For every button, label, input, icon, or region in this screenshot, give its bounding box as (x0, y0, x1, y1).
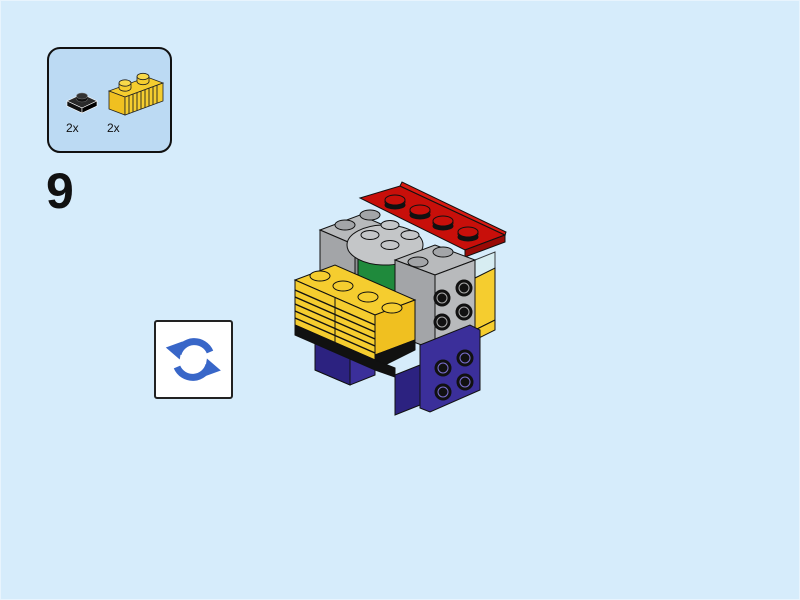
step-number: 9 (46, 163, 74, 219)
part-quantity: 2x (66, 121, 79, 135)
rotate-view-button[interactable] (154, 320, 233, 399)
part-quantity: 2x (107, 121, 120, 135)
yellow-grille-brick-icon (107, 72, 165, 116)
black-plate-icon (66, 92, 98, 114)
rotate-icon (165, 338, 221, 381)
purple-leg-right (394, 364, 421, 416)
parts-list-box: 2x 2x (47, 47, 172, 153)
model-illustration (293, 181, 507, 416)
